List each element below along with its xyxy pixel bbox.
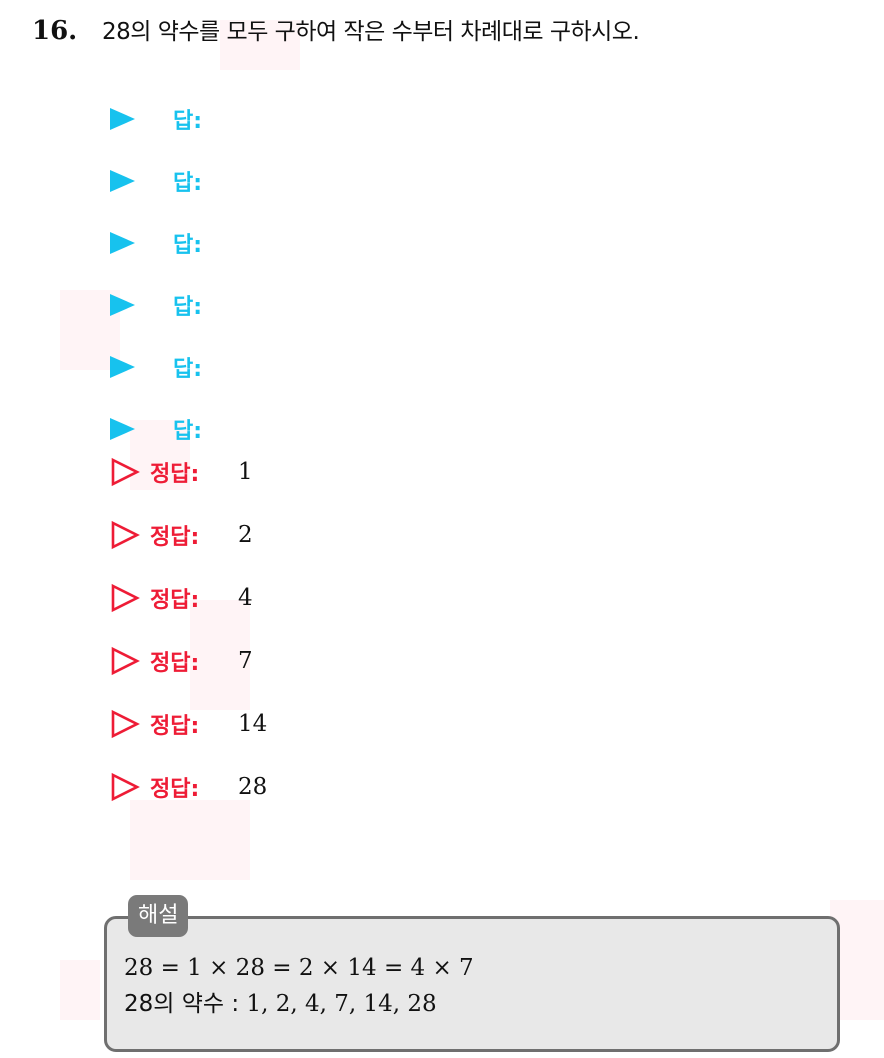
question: 16. 28의 약수를 모두 구하여 작은 수부터 차례대로 구하시오. xyxy=(32,12,640,46)
outline-triangle-icon xyxy=(111,646,140,675)
answer-label: 답: xyxy=(173,295,203,320)
correct-value: 7 xyxy=(238,647,253,674)
answer-blank[interactable]: 답: xyxy=(110,212,202,274)
correct-value: 2 xyxy=(238,521,253,548)
filled-triangle-icon xyxy=(110,294,135,316)
outline-triangle-icon xyxy=(111,457,140,486)
explanation-line-2: 28의 약수 : 1, 2, 4, 7, 14, 28 xyxy=(124,986,474,1022)
filled-triangle-icon xyxy=(110,418,135,440)
correct-value: 28 xyxy=(238,773,268,800)
correct-answer-row: 정답: 28 xyxy=(110,755,267,818)
answer-blank[interactable]: 답: xyxy=(110,398,202,460)
correct-label: 정답: xyxy=(150,524,200,550)
explanation-line-2-values: 1, 2, 4, 7, 14, 28 xyxy=(246,991,437,1017)
correct-answers: 정답: 1 정답: 2 정답: 4 정답: 7 정답: 14 정답: 28 xyxy=(110,440,267,818)
correct-label: 정답: xyxy=(150,713,200,739)
filled-triangle-icon xyxy=(110,356,135,378)
watermark-shape xyxy=(130,800,250,880)
answer-label: 답: xyxy=(173,419,203,444)
correct-label: 정답: xyxy=(150,461,200,487)
answer-label: 답: xyxy=(173,233,203,258)
explanation-line-2-prefix: 28의 약수 : xyxy=(124,991,247,1017)
question-number: 16. xyxy=(32,16,78,46)
correct-value: 14 xyxy=(238,710,268,737)
answer-blank[interactable]: 답: xyxy=(110,88,202,150)
outline-triangle-icon xyxy=(111,772,140,801)
answer-label: 답: xyxy=(173,357,203,382)
correct-answer-row: 정답: 7 xyxy=(110,629,267,692)
correct-value: 1 xyxy=(238,458,253,485)
outline-triangle-icon xyxy=(111,709,140,738)
answer-label: 답: xyxy=(173,171,203,196)
outline-triangle-icon xyxy=(111,520,140,549)
correct-answer-row: 정답: 1 xyxy=(110,440,267,503)
question-text: 28의 약수를 모두 구하여 작은 수부터 차례대로 구하시오. xyxy=(102,19,640,45)
explanation-box xyxy=(104,916,840,1052)
answer-blank[interactable]: 답: xyxy=(110,336,202,398)
correct-label: 정답: xyxy=(150,587,200,613)
correct-value: 4 xyxy=(238,584,253,611)
filled-triangle-icon xyxy=(110,232,135,254)
explanation-tag: 해설 xyxy=(128,895,189,937)
answer-blank[interactable]: 답: xyxy=(110,150,202,212)
filled-triangle-icon xyxy=(110,170,135,192)
watermark-shape xyxy=(130,420,190,490)
correct-answer-row: 정답: 14 xyxy=(110,692,267,755)
watermark-shape xyxy=(220,20,300,70)
explanation-content: 28 = 1 × 28 = 2 × 14 = 4 × 7 28의 약수 : 1,… xyxy=(124,950,474,1022)
answer-blank[interactable]: 답: xyxy=(110,274,202,336)
watermark-shape xyxy=(190,600,250,710)
watermark-shape xyxy=(60,960,100,1020)
correct-label: 정답: xyxy=(150,650,200,676)
correct-answer-row: 정답: 2 xyxy=(110,503,267,566)
explanation-line-1: 28 = 1 × 28 = 2 × 14 = 4 × 7 xyxy=(124,955,474,981)
correct-answer-row: 정답: 4 xyxy=(110,566,267,629)
answer-label: 답: xyxy=(173,109,203,134)
answer-blanks: 답: 답: 답: 답: 답: 답: xyxy=(110,88,202,460)
outline-triangle-icon xyxy=(111,583,140,612)
filled-triangle-icon xyxy=(110,108,135,130)
correct-label: 정답: xyxy=(150,776,200,802)
